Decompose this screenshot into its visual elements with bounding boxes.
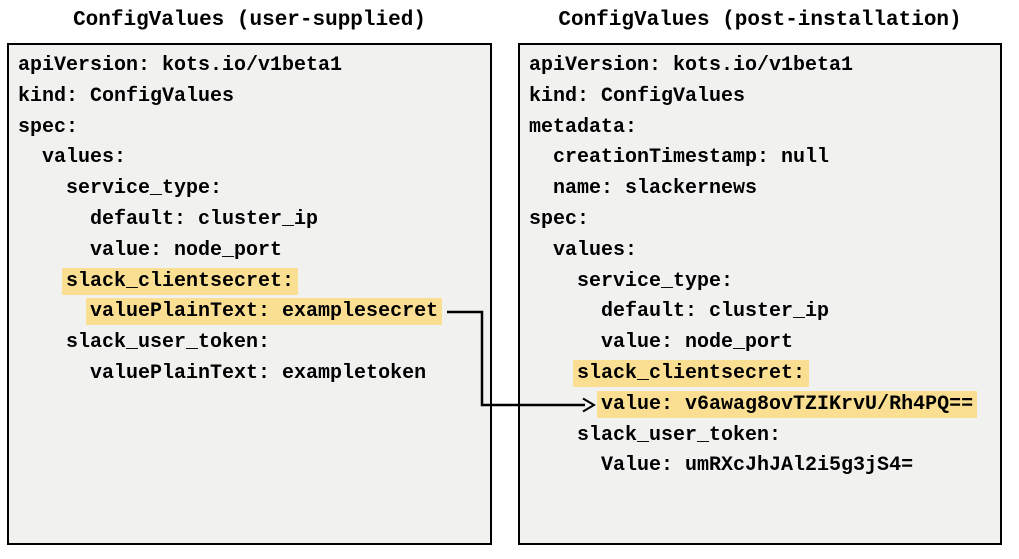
code-indent — [18, 208, 90, 231]
panels-container: ConfigValues (user-supplied) apiVersion:… — [7, 5, 1002, 545]
code-text: values: — [42, 146, 127, 170]
code-text: spec: — [529, 207, 590, 231]
code-indent — [529, 331, 601, 354]
code-text: default: cluster_ip — [601, 300, 830, 324]
code-text: service_type: — [66, 177, 223, 201]
code-text: creationTimestamp: null — [553, 146, 830, 170]
code-indent — [529, 146, 553, 169]
code-line: kind: ConfigValues — [18, 82, 486, 113]
code-line: apiVersion: kots.io/v1beta1 — [18, 51, 486, 82]
code-line: value: node_port — [529, 328, 996, 359]
code-indent — [18, 146, 42, 169]
code-line: service_type: — [529, 267, 996, 298]
code-text: value: node_port — [90, 238, 283, 262]
code-indent — [529, 300, 601, 323]
code-line: default: cluster_ip — [18, 205, 486, 236]
code-text: slack_user_token: — [577, 423, 782, 447]
code-line: apiVersion: kots.io/v1beta1 — [529, 51, 996, 82]
code-indent — [529, 393, 601, 416]
code-indent — [18, 270, 66, 293]
code-indent — [18, 331, 66, 354]
post-installation-config-panel: apiVersion: kots.io/v1beta1 kind: ConfigV… — [518, 43, 1002, 545]
code-text: service_type: — [577, 269, 734, 293]
code-line: slack_user_token: — [18, 328, 486, 359]
code-indent — [529, 362, 577, 385]
code-text: valuePlainText: exampletoken — [90, 361, 427, 385]
code-line: name: slackernews — [529, 174, 996, 205]
code-indent — [18, 177, 66, 200]
code-line: kind: ConfigValues — [529, 82, 996, 113]
code-line: metadata: — [529, 113, 996, 144]
code-line: slack_user_token: — [529, 421, 996, 452]
code-indent — [18, 362, 90, 385]
code-text: values: — [553, 238, 638, 262]
code-text: apiVersion: kots.io/v1beta1 — [529, 54, 854, 77]
user-supplied-column: ConfigValues (user-supplied) apiVersion:… — [7, 5, 492, 545]
user-supplied-config-panel: apiVersion: kots.io/v1beta1 kind: ConfigV… — [7, 43, 492, 545]
code-indent — [18, 239, 90, 262]
code-text: apiVersion: kots.io/v1beta1 — [18, 54, 343, 77]
code-indent — [529, 424, 577, 447]
code-text: name: slackernews — [553, 177, 758, 201]
code-line: slack_clientsecret: — [18, 267, 486, 298]
code-text: value: node_port — [601, 331, 794, 355]
code-line: value: node_port — [18, 236, 486, 267]
post-installation-title: ConfigValues (post-installation) — [558, 9, 962, 32]
code-line: service_type: — [18, 174, 486, 205]
highlighted-code-text: valuePlainText: examplesecret — [86, 298, 443, 326]
code-indent — [529, 239, 553, 262]
user-supplied-title: ConfigValues (user-supplied) — [73, 9, 426, 32]
code-indent — [529, 270, 577, 293]
code-line: value: v6awag8ovTZIKrvU/Rh4PQ== — [529, 390, 996, 421]
code-line: values: — [18, 143, 486, 174]
code-line: valuePlainText: examplesecret — [18, 297, 486, 328]
code-indent — [529, 177, 553, 200]
code-line: values: — [529, 236, 996, 267]
code-line: slack_clientsecret: — [529, 359, 996, 390]
code-line: spec: — [18, 113, 486, 144]
code-text: kind: ConfigValues — [529, 84, 746, 108]
code-indent — [18, 300, 90, 323]
code-line: Value: umRXcJhJAl2i5g3jS4= — [529, 451, 996, 482]
post-installation-column: ConfigValues (post-installation) apiVers… — [518, 5, 1002, 545]
code-indent — [529, 454, 601, 477]
code-text: slack_user_token: — [66, 331, 271, 355]
code-line: default: cluster_ip — [529, 297, 996, 328]
code-text: default: cluster_ip — [90, 207, 319, 231]
highlighted-code-text: slack_clientsecret: — [62, 267, 299, 295]
code-text: spec: — [18, 115, 79, 139]
code-text: metadata: — [529, 115, 638, 139]
code-text: kind: ConfigValues — [18, 84, 235, 108]
code-line: spec: — [529, 205, 996, 236]
highlighted-code-text: slack_clientsecret: — [573, 359, 810, 387]
highlighted-code-text: value: v6awag8ovTZIKrvU/Rh4PQ== — [597, 390, 978, 418]
code-line: creationTimestamp: null — [529, 143, 996, 174]
code-text: Value: umRXcJhJAl2i5g3jS4= — [601, 454, 914, 478]
code-line: valuePlainText: exampletoken — [18, 359, 486, 390]
